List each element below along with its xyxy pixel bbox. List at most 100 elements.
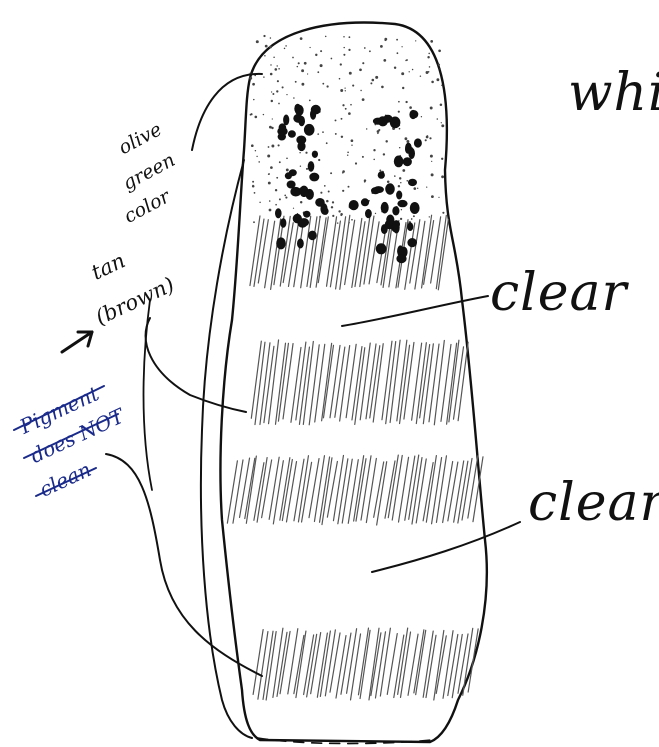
stipple-dot — [398, 185, 400, 187]
stipple-dot — [421, 116, 422, 117]
stipple-dot — [325, 36, 327, 38]
stipple-dot — [401, 209, 402, 210]
pigment-spot — [397, 200, 407, 207]
stipple-dot — [332, 215, 334, 217]
stipple-dot — [415, 40, 416, 41]
stipple-dot — [411, 218, 413, 220]
hatch-stroke — [438, 219, 448, 290]
hatch-stroke — [412, 343, 422, 420]
clear-lower-label: clear — [528, 473, 659, 533]
hatch-stroke — [227, 461, 237, 523]
clear-upper-label: clear — [490, 263, 630, 323]
stipple-dot — [377, 130, 380, 133]
stipple-dot — [342, 190, 344, 192]
hatch-stroke — [253, 630, 263, 695]
olive-label-line1: olive — [115, 118, 166, 159]
stipple-dot — [264, 55, 266, 57]
stipple-dot — [271, 127, 273, 129]
stipple-dot — [344, 87, 345, 88]
stipple-dot — [271, 91, 272, 92]
stipple-dot — [437, 118, 439, 120]
pigment-spot — [376, 243, 387, 254]
hatch-stroke — [327, 462, 337, 518]
stipple-dot — [330, 172, 332, 174]
hatch-stroke — [278, 343, 288, 421]
stipple-dot — [387, 180, 390, 183]
stipple-dot — [406, 59, 408, 61]
stipple-dot — [409, 106, 412, 109]
pigment-spot — [309, 173, 319, 182]
stipple-dot — [429, 216, 430, 217]
hatch-stroke — [341, 633, 351, 694]
hatch-stroke — [288, 223, 298, 287]
hatch-stroke — [436, 215, 446, 288]
pigment-spot — [295, 105, 304, 116]
stipple-dot — [335, 133, 337, 135]
stipple-dot — [256, 156, 257, 157]
stipple-dot — [362, 98, 365, 101]
stipple-dot — [253, 99, 254, 100]
hatch-stroke — [291, 347, 301, 422]
stipple-dot — [343, 36, 345, 38]
pigment-spot — [285, 172, 292, 179]
stipple-dot — [272, 118, 273, 119]
hatch-stroke — [333, 455, 343, 520]
stipple-dot — [441, 124, 444, 127]
stipple-dot — [286, 168, 289, 171]
pigment-spot — [365, 209, 372, 218]
stipple-dot — [263, 114, 264, 115]
hatch-stroke — [342, 459, 352, 523]
stipple-dot — [394, 67, 396, 69]
stipple-dot — [429, 137, 431, 139]
pigment-spot — [394, 156, 404, 168]
stipple-dot — [430, 107, 433, 110]
hatch-stroke — [448, 462, 458, 521]
hatch-stroke — [454, 461, 464, 522]
pigment-spot — [308, 231, 317, 241]
pigment-spot — [393, 220, 400, 229]
stipple-dot — [413, 187, 416, 190]
stipple-dot — [351, 139, 354, 142]
hatch-stroke — [432, 458, 442, 524]
hatch-stroke — [277, 632, 287, 696]
pigment-spot — [283, 115, 289, 126]
hatch-stroke — [388, 455, 398, 518]
stipple-dot — [282, 86, 284, 88]
stipple-dot — [370, 82, 372, 84]
stipple-dot — [385, 140, 387, 142]
hatch-stroke — [340, 346, 350, 421]
stipple-dot — [406, 180, 408, 182]
pigment-spots — [275, 104, 422, 264]
stipple-dot — [268, 146, 270, 148]
stipple-dot — [270, 166, 273, 169]
stipple-dot — [263, 35, 265, 37]
stipple-dot — [338, 210, 340, 212]
stipple-dot — [360, 90, 361, 91]
stipple-dot — [250, 114, 252, 116]
stipple-dot — [251, 144, 254, 147]
stipple-dot — [362, 62, 364, 64]
olive-leader-line — [192, 74, 262, 150]
stipple-dot — [300, 166, 301, 167]
stipple-dot — [284, 195, 286, 197]
stipple-dot — [373, 149, 375, 151]
stipple-dot — [401, 72, 404, 75]
hatch-stroke — [346, 344, 356, 417]
hatch-stroke — [282, 460, 292, 521]
hatch-stroke — [338, 459, 348, 524]
stipple-dot — [362, 156, 364, 158]
pigment-spot — [300, 186, 309, 197]
pigment-spot — [373, 118, 383, 125]
stipple-dot — [402, 169, 405, 172]
stipple-dot — [320, 192, 322, 194]
pigment-spot — [275, 208, 282, 218]
pigment-spot — [373, 186, 384, 193]
stipple-dot — [300, 201, 302, 203]
stipple-dot — [255, 150, 256, 151]
pigment-spot — [296, 136, 306, 145]
stipple-dot — [348, 186, 350, 188]
stipple-dot — [406, 140, 409, 143]
stipple-dot — [295, 81, 297, 83]
stipple-dot — [366, 128, 367, 129]
